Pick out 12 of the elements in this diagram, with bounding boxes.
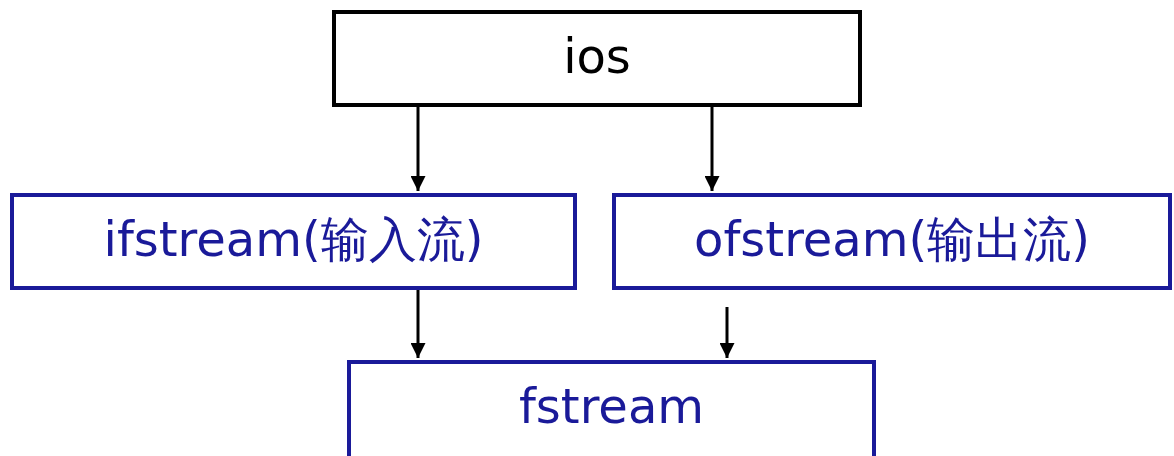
arrow (410, 290, 426, 358)
class-box (10, 193, 577, 290)
arrow (410, 107, 426, 191)
class-box (612, 193, 1172, 290)
class-box (347, 360, 876, 456)
class-name: ofstream(输出流) (694, 210, 1090, 269)
class-name: ios (563, 27, 631, 86)
class-box (332, 10, 862, 107)
arrow (704, 107, 720, 191)
class-name: ifstream(输入流) (103, 210, 484, 269)
class-name: fstream (518, 377, 705, 436)
arrow (719, 307, 735, 358)
